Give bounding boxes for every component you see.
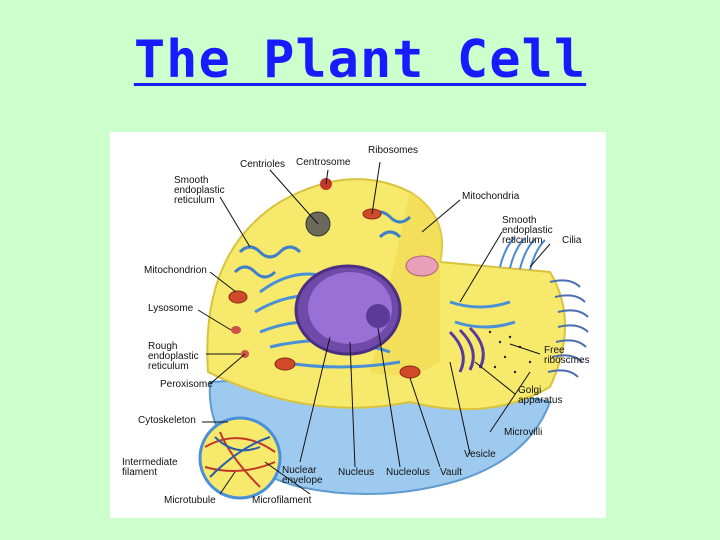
nucleus	[308, 272, 392, 344]
label-peroxisome: Peroxisome	[160, 379, 213, 390]
label-microvilli: Microvilli	[504, 427, 543, 438]
leader-lines	[197, 161, 551, 495]
nucleolus	[366, 304, 390, 328]
label-mitochondrion: Mitochondrion	[144, 265, 207, 276]
label-nuclear-envelope: Nuclear envelope	[282, 465, 323, 486]
slide-title-text: The Plant Cell	[133, 30, 587, 90]
label-centrioles: Centrioles	[240, 159, 286, 170]
label-ribosomes: Ribosomes	[368, 145, 419, 156]
cell-diagram: Centrioles Centrosome Ribosomes Smooth e…	[110, 132, 606, 518]
label-centrosome: Centrosome	[296, 157, 351, 168]
vacuole	[405, 255, 439, 277]
mitochondria	[228, 208, 421, 379]
label-cilia: Cilia	[562, 235, 582, 246]
label-vesicle: Vesicle	[464, 449, 496, 460]
label-nucleus: Nucleus	[338, 467, 375, 478]
cilia	[499, 236, 546, 271]
label-microtubule: Microtubule	[164, 495, 216, 506]
label-smooth-er-right: Smooth endoplastic reticulum	[502, 215, 553, 246]
label-cytoskeleton: Cytoskeleton	[138, 415, 196, 426]
cell-illustration	[197, 161, 589, 500]
label-golgi: Golgi apparatus	[518, 385, 563, 406]
label-rough-er: Rough endoplastic reticulum	[148, 341, 199, 372]
free-ribosomes	[488, 330, 532, 374]
label-free-ribosomes: Free riboscmes	[544, 345, 590, 366]
label-vault: Vault	[440, 467, 463, 478]
label-nucleolus: Nucleolus	[386, 467, 430, 478]
label-mitochondria: Mitochondria	[462, 191, 520, 202]
microvilli	[547, 279, 589, 378]
slide-title: The Plant Cell	[0, 30, 720, 90]
label-intermediate-filament: Intermediate filament	[122, 457, 178, 478]
label-microfilament: Microfilament	[252, 495, 312, 506]
lysosome	[231, 326, 241, 334]
golgi	[448, 326, 485, 373]
label-lysosome: Lysosome	[148, 303, 194, 314]
cytoskeleton-inset	[198, 416, 282, 500]
label-smooth-er-left: Smooth endoplastic reticulum	[174, 175, 225, 206]
